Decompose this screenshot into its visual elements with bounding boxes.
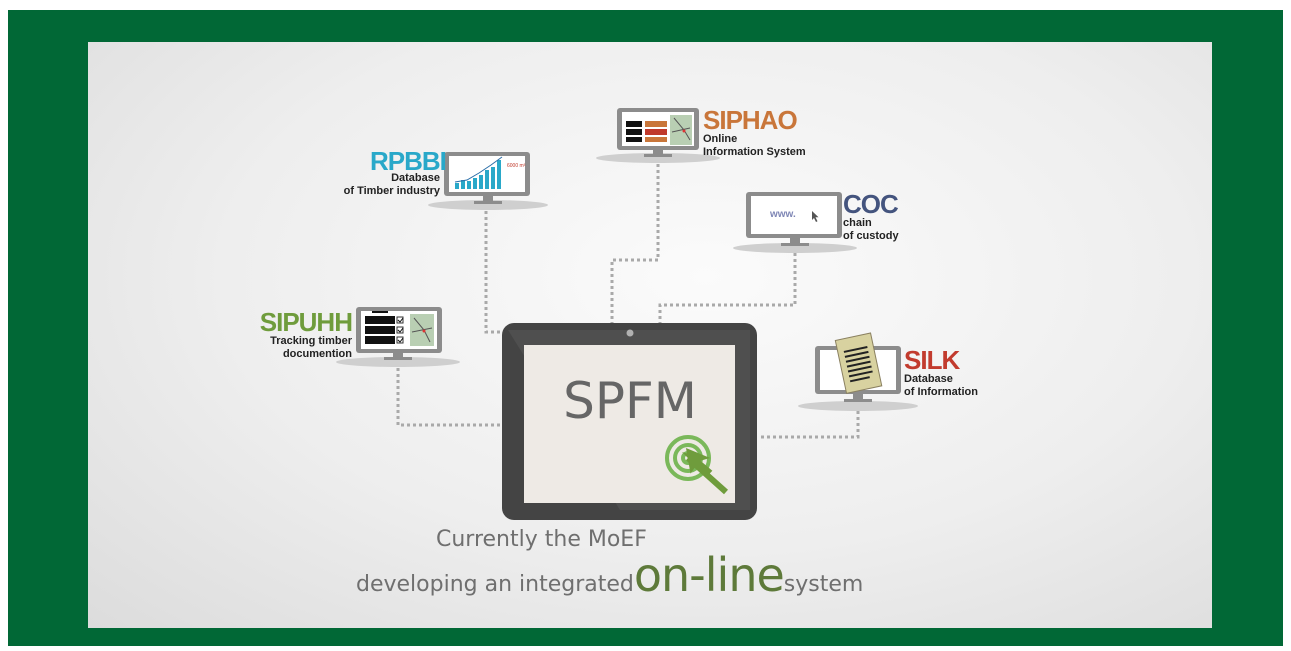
link-siphao bbox=[610, 158, 660, 325]
siphao-code: SIPHAO bbox=[703, 105, 798, 135]
sipuhh-code: SIPUHH bbox=[259, 307, 353, 337]
silk-desc-2: of Information bbox=[904, 385, 978, 398]
coc-screen-text: www. bbox=[769, 209, 796, 220]
coc-code: COC bbox=[843, 189, 899, 219]
monitor-rpbbi: 6000 m³ bbox=[428, 152, 548, 210]
monitor-coc: www. bbox=[733, 192, 857, 253]
monitor-sipuhh bbox=[336, 307, 460, 367]
link-coc bbox=[658, 247, 797, 325]
coc-desc-2: of custody bbox=[843, 229, 899, 242]
silk-desc-1: Database bbox=[904, 373, 953, 385]
rpbbi-code: RPBBI bbox=[370, 146, 447, 176]
tablet-camera bbox=[626, 329, 634, 337]
rpbbi-desc-1: Database bbox=[391, 172, 440, 184]
silk-code: SILK bbox=[904, 345, 960, 375]
caption-line-2-a: developing an integrated bbox=[356, 572, 634, 597]
node-silk: SILK Database of Information bbox=[904, 347, 978, 398]
caption-online: on-line bbox=[633, 548, 785, 602]
node-rpbbi: RPBBI bbox=[370, 146, 447, 176]
link-rpbbi bbox=[484, 205, 508, 334]
sipuhh-desc-2: documention bbox=[282, 347, 352, 360]
chart-value-label: 6000 m³ bbox=[507, 163, 526, 169]
link-sipuhh bbox=[396, 362, 505, 427]
caption-line-2: developing an integratedon-linesystem bbox=[356, 548, 863, 602]
monitor-silk bbox=[798, 332, 918, 411]
sipuhh-desc-1: Tracking timber bbox=[270, 335, 352, 347]
tablet: SPFM bbox=[502, 323, 757, 520]
node-siphao: SIPHAO Online Information System bbox=[703, 107, 806, 158]
node-sipuhh: SIPUHH Tracking timber documention bbox=[248, 307, 353, 360]
center-label: SPFM bbox=[563, 372, 697, 430]
caption-line-2-b: system bbox=[783, 572, 864, 597]
rpbbi-desc-2: of Timber industry bbox=[343, 184, 440, 197]
node-coc: COC chain of custody bbox=[843, 191, 899, 242]
link-silk bbox=[758, 405, 860, 439]
caption-line-1: Currently the MoEF bbox=[436, 527, 647, 552]
coc-desc-1: chain bbox=[843, 217, 872, 229]
rpbbi-desc: Database of Timber industry bbox=[318, 172, 440, 197]
siphao-desc-1: Online bbox=[703, 133, 738, 145]
siphao-desc-2: Information System bbox=[703, 145, 806, 158]
monitor-siphao bbox=[596, 108, 720, 163]
